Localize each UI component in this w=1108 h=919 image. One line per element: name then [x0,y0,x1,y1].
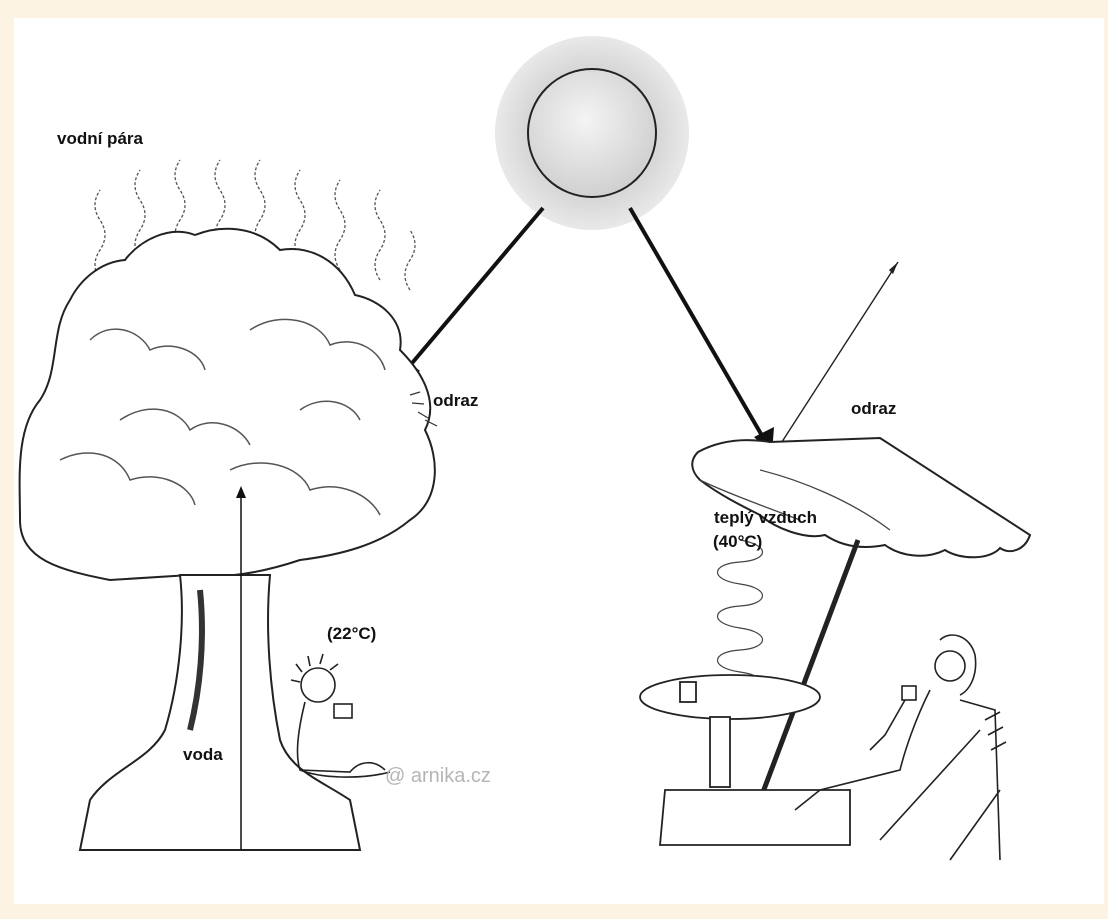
watermark: @ arnika.cz [385,765,491,788]
label-reflection-umbrella: odraz [851,399,896,419]
sun-ray-arrows [396,208,774,454]
label-shade-temperature: (22°C) [327,624,376,644]
tree [20,229,435,850]
label-water-vapor: vodní pára [57,129,143,149]
sun [495,36,689,230]
child-reading [291,654,390,777]
reflection-ray [778,262,898,448]
label-reflection-tree: odraz [433,391,478,411]
label-warm-air: teplý vzduch [714,508,817,528]
table [640,675,820,787]
deck [660,790,850,845]
label-water: voda [183,745,223,765]
label-warm-air-temperature: (40°C) [713,532,762,552]
umbrella [692,438,1030,800]
